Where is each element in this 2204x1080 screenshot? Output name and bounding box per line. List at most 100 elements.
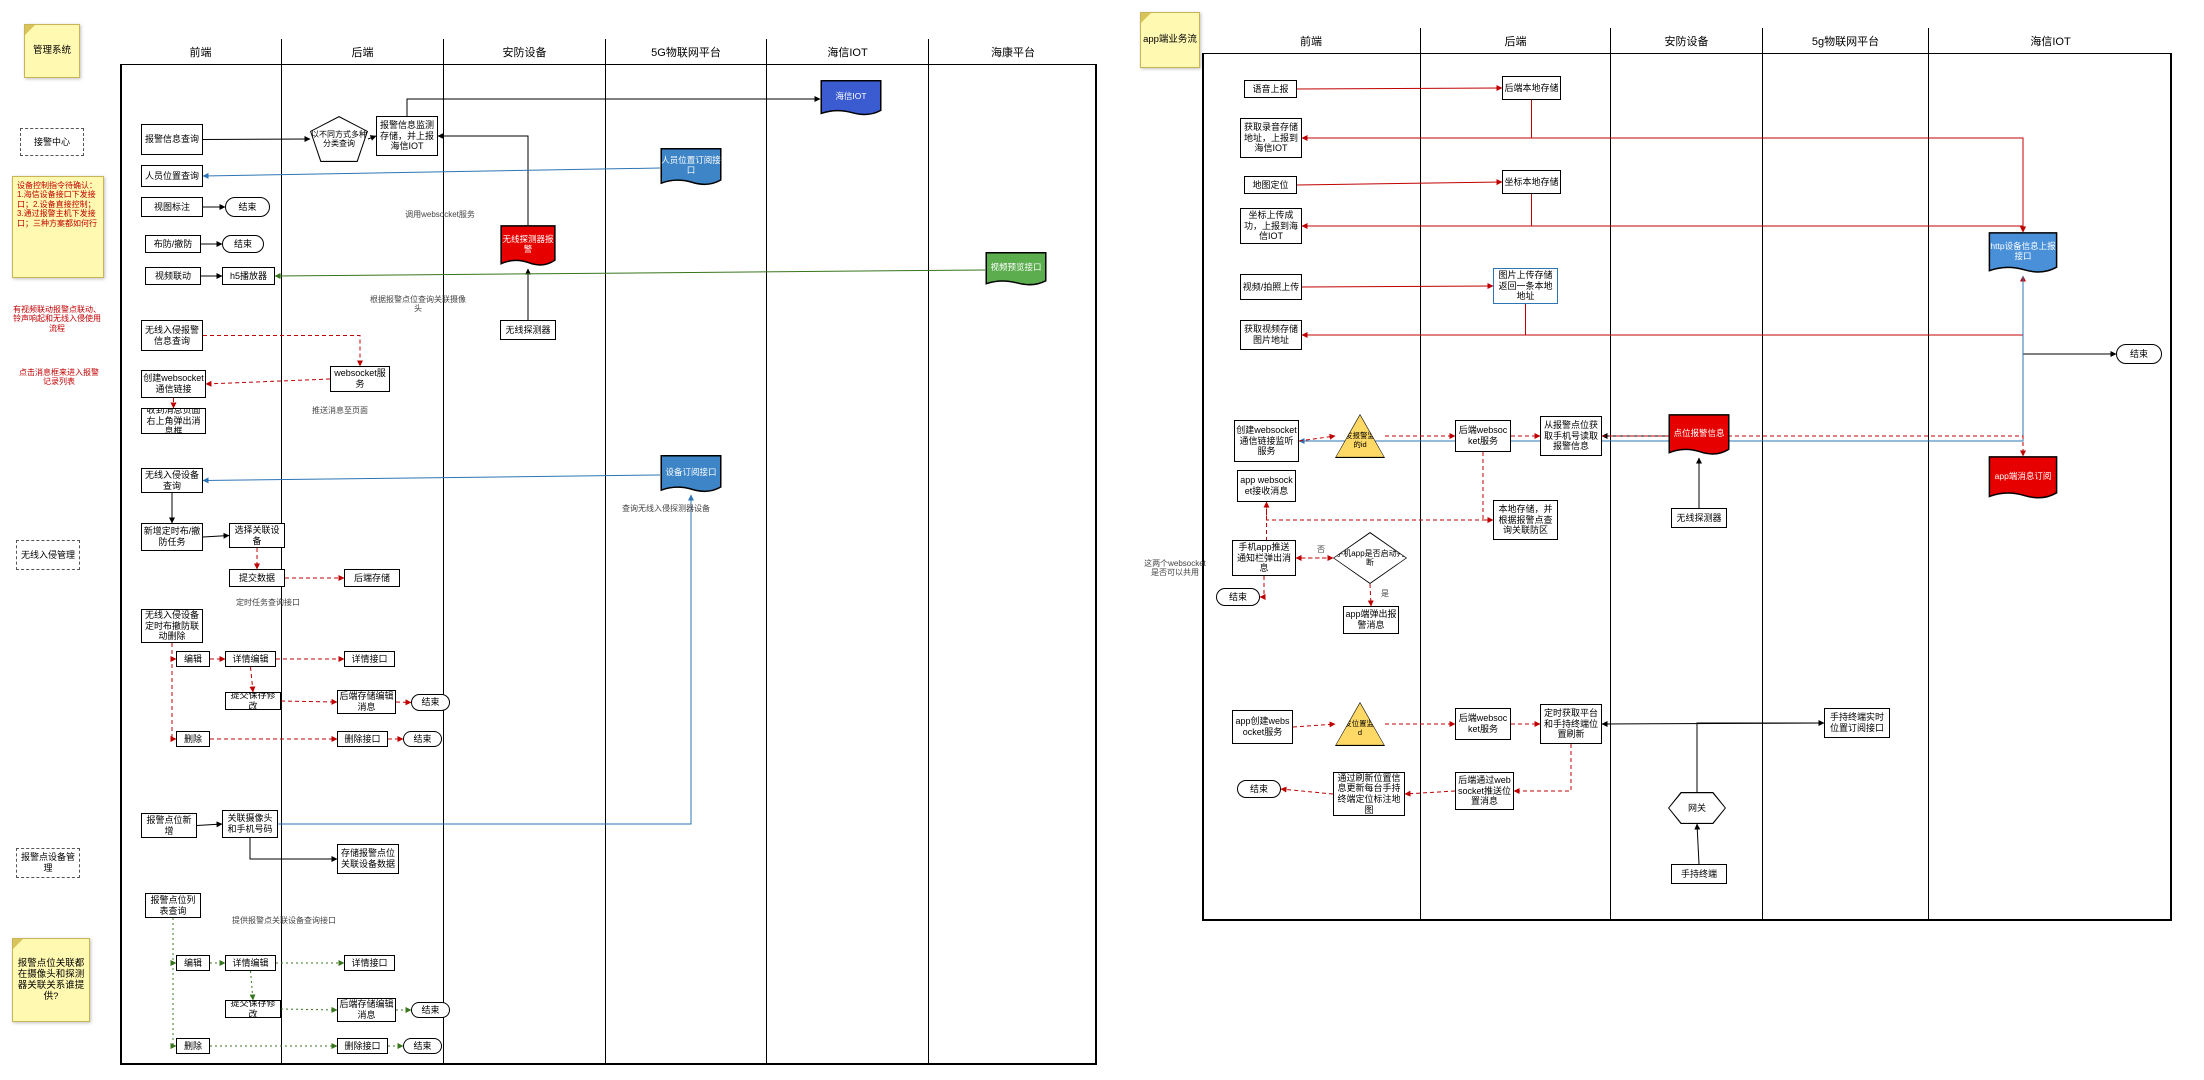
lane-header-app-business-flow-2[interactable]: 安防设备	[1610, 28, 1762, 54]
flow-node-n39[interactable]: 结束	[403, 1038, 442, 1054]
lane-header-app-business-flow-0[interactable]: 前端	[1202, 28, 1420, 54]
flow-node-r86[interactable]: 定时获取平台和手持终端位置刷新	[1540, 704, 1602, 744]
flow-node-r70[interactable]: 创建websocket通信链接监听服务	[1234, 420, 1299, 462]
lane-header-management-system-2[interactable]: 安防设备	[443, 39, 605, 65]
flow-node-r93[interactable]: http设备信息上报接口	[1988, 232, 2058, 276]
flow-node-a9[interactable]: app端业务流	[1140, 12, 1200, 68]
flow-node-n51[interactable]: 海信IOT	[820, 80, 882, 118]
flow-node-r95[interactable]: app端消息订阅	[1988, 456, 2058, 502]
flow-node-n02[interactable]: 人员位置查询	[141, 165, 203, 187]
flow-node-r67-label: 视频/拍照上传	[1242, 281, 1300, 292]
flow-node-r61[interactable]: 语音上报	[1244, 80, 1297, 98]
flow-node-a2[interactable]: 接警中心	[20, 128, 84, 156]
flow-node-n46[interactable]: 无线探测器报警	[500, 225, 556, 269]
flow-node-n42[interactable]: websocket服务	[330, 366, 390, 392]
flow-node-n23[interactable]: 结束	[411, 694, 450, 711]
flow-node-n35[interactable]: 后端存储编辑消息	[337, 998, 396, 1022]
lane-header-app-business-flow-4[interactable]: 海信IOT	[1928, 28, 2172, 54]
flow-node-n36[interactable]: 结束	[411, 1002, 450, 1018]
flow-node-r64[interactable]: 地图定位	[1244, 176, 1297, 194]
flow-node-n48[interactable]: 人员位置订阅接口	[660, 148, 722, 188]
flow-node-r62[interactable]: 后端本地存储	[1502, 76, 1561, 100]
flow-node-n49[interactable]: 设备订阅接口	[660, 455, 722, 495]
flow-node-n29[interactable]: 存储报警点位关联设备数据	[337, 844, 399, 874]
flow-node-n07[interactable]: 视频联动	[145, 267, 201, 285]
flow-node-r63[interactable]: 获取录音存储地址，上报到海信IOT	[1240, 118, 1302, 158]
flow-node-n24[interactable]: 删除	[176, 731, 210, 747]
flow-node-r91[interactable]: 网关	[1668, 792, 1726, 824]
flow-node-n22[interactable]: 后端存储编辑消息	[337, 690, 396, 714]
flow-node-a6[interactable]: 无线入侵管理	[16, 540, 80, 570]
flow-node-n41[interactable]: 报警信息监测存储，并上报海信IOT	[376, 116, 438, 156]
flow-node-r67[interactable]: 视频/拍照上传	[1240, 274, 1302, 300]
lane-header-management-system-3[interactable]: 5G物联网平台	[605, 39, 766, 65]
flow-node-a4[interactable]: 有视频联动报警点联动、铃声响起和无线入侵使用流程	[12, 290, 102, 348]
lane-header-management-system-0[interactable]: 前端	[120, 39, 281, 65]
flow-node-r85[interactable]: 后端websocket服务	[1455, 708, 1511, 740]
flow-node-n27[interactable]: 报警点位新增	[141, 813, 197, 838]
flow-node-n16[interactable]: 后端存储	[344, 569, 400, 587]
flow-node-n12[interactable]: 无线入侵设备查询	[141, 468, 203, 493]
lane-header-app-business-flow-1[interactable]: 后端	[1420, 28, 1610, 54]
flow-node-r66[interactable]: 坐标上传成功，上报到海信IOT	[1240, 208, 1302, 244]
flow-node-n32[interactable]: 详情编辑	[225, 955, 276, 971]
flow-node-n34[interactable]: 提交保存修改	[225, 1000, 281, 1018]
flow-node-r83[interactable]: app创建websocket服务	[1232, 710, 1293, 744]
flow-node-n14[interactable]: 选择关联设备	[229, 523, 285, 548]
flow-node-r90[interactable]: 结束	[1237, 780, 1281, 798]
flow-node-r92[interactable]: 手持终端	[1671, 864, 1727, 884]
flow-node-n05[interactable]: 布防/撤防	[145, 235, 201, 253]
flow-node-n18[interactable]: 编辑	[176, 651, 210, 667]
flow-node-n19[interactable]: 详情编辑	[225, 651, 276, 667]
flow-node-n21[interactable]: 提交保存修改	[225, 692, 281, 710]
flow-node-a1[interactable]: 管理系统	[24, 24, 80, 78]
flow-node-n09[interactable]: 无线入侵报警信息查询	[141, 320, 203, 351]
hex-shape	[1669, 793, 1725, 823]
flow-node-r68[interactable]: 图片上传存储返回一条本地地址	[1493, 268, 1558, 304]
flow-node-n30[interactable]: 报警点位列表查询	[145, 893, 201, 918]
flow-node-n31[interactable]: 编辑	[176, 955, 210, 971]
flow-node-n38[interactable]: 删除接口	[337, 1038, 388, 1054]
flow-node-n04[interactable]: 结束	[225, 197, 270, 217]
flow-node-n28[interactable]: 关联摄像头和手机号码	[222, 810, 278, 838]
flow-node-r72[interactable]: 后端websocket服务	[1455, 420, 1511, 452]
flow-node-n03[interactable]: 视图标注	[141, 197, 203, 217]
lane-header-management-system-1[interactable]: 后端	[281, 39, 443, 65]
flow-node-n13[interactable]: 新增定时布/撤防任务	[141, 523, 203, 551]
flow-node-r69[interactable]: 获取视频存储图片地址	[1240, 320, 1302, 350]
flow-node-r77[interactable]: 本地存储，并根据报警点查询关联防区	[1493, 500, 1558, 540]
flow-node-r80[interactable]: 结束	[1216, 588, 1260, 606]
flow-node-r76[interactable]: app websocket接收消息	[1237, 470, 1296, 502]
flow-node-n15[interactable]: 提交数据	[229, 569, 285, 587]
flow-node-n25[interactable]: 删除接口	[337, 731, 388, 747]
lane-header-management-system-4[interactable]: 海信IOT	[766, 39, 928, 65]
flow-node-r74[interactable]: 点位报警信息	[1668, 414, 1730, 458]
flow-node-n11[interactable]: 收到消息页面右上角弹出消息框	[141, 408, 206, 434]
flow-node-n33[interactable]: 详情接口	[344, 955, 395, 971]
flow-node-r75[interactable]: 无线探测器	[1671, 508, 1727, 528]
flow-node-r79[interactable]: 手机app推送通知栏弹出消息	[1232, 540, 1296, 576]
flow-node-r73[interactable]: 从报警点位获取手机号读取报警信息	[1540, 416, 1602, 456]
flow-node-n06[interactable]: 结束	[222, 235, 264, 253]
flow-node-r89[interactable]: 后端通过websocket推送位置消息	[1455, 772, 1514, 810]
flow-node-n01[interactable]: 报警信息查询	[141, 124, 203, 155]
flow-node-a8[interactable]: 报警点位关联都在摄像头和探测器关联关系谁提供?	[12, 938, 90, 1022]
flow-node-n17[interactable]: 无线入侵设备定时布撤防联动删除	[141, 609, 203, 643]
flow-node-r88[interactable]: 通过刷新位置信息更新每台手持终端定位标注地图	[1333, 772, 1405, 816]
flow-node-r94[interactable]: 结束	[2116, 344, 2162, 364]
flow-node-n37[interactable]: 删除	[176, 1038, 210, 1054]
flow-node-n20[interactable]: 详情接口	[344, 651, 395, 667]
flow-node-n08[interactable]: h5播放器	[222, 267, 275, 285]
flow-node-a5[interactable]: 点击消息框来进入报警记录列表	[16, 362, 102, 392]
flow-node-a7[interactable]: 报警点设备管理	[16, 848, 80, 878]
flow-node-n52[interactable]: 视频预览接口	[985, 252, 1047, 288]
flow-node-r87[interactable]: 手持终端实时位置订阅接口	[1824, 708, 1890, 738]
flow-node-r81[interactable]: app端弹出报警消息	[1343, 606, 1399, 634]
flow-node-a3[interactable]: 设备控制指令待确认：1.海信设备接口下发接口；2.设备直接控制；3.通过报警主机…	[12, 176, 104, 278]
flow-node-n10[interactable]: 创建websocket通信链接	[141, 370, 206, 398]
flow-node-n26[interactable]: 结束	[403, 731, 442, 747]
lane-header-management-system-5[interactable]: 海康平台	[928, 39, 1097, 65]
lane-header-app-business-flow-3[interactable]: 5g物联网平台	[1762, 28, 1928, 54]
flow-node-r65[interactable]: 坐标本地存储	[1502, 170, 1561, 194]
flow-node-n47[interactable]: 无线探测器	[500, 320, 556, 340]
